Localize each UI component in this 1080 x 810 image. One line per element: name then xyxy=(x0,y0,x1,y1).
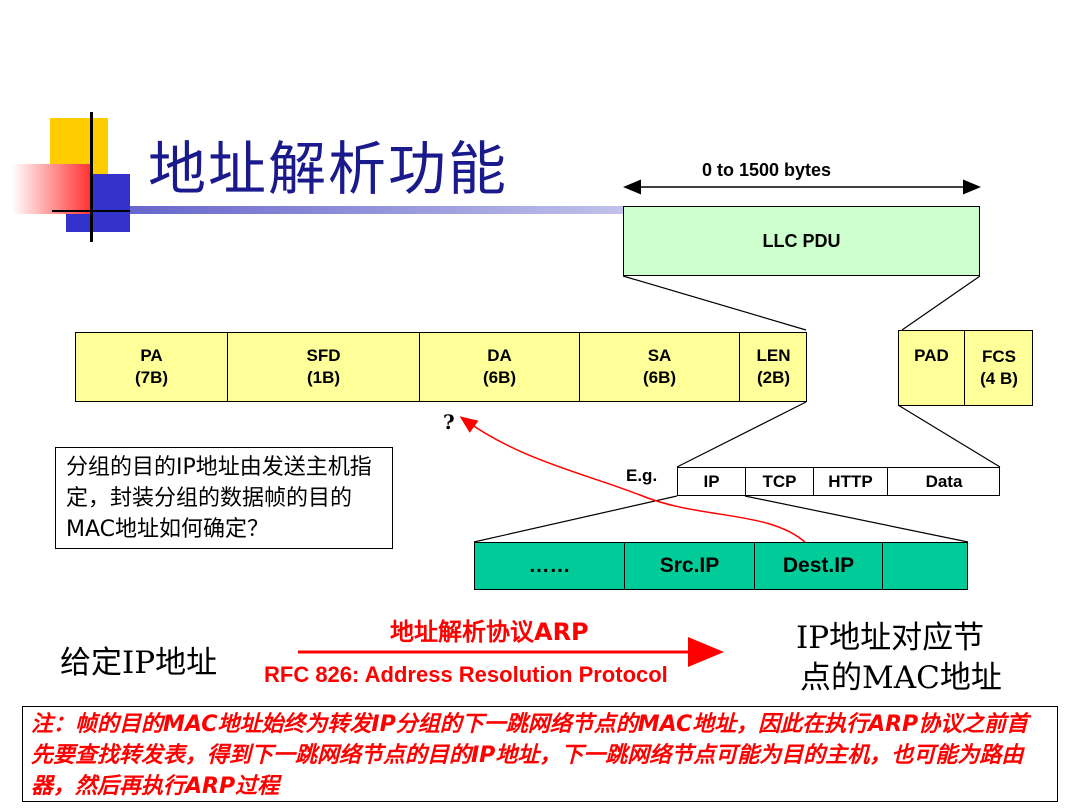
expand-line-llc-right xyxy=(901,275,981,331)
rfc-label: RFC 826: Address Resolution Protocol xyxy=(264,662,668,687)
result-line-1: IP地址对应节 xyxy=(796,620,985,656)
emblem-vertical-line xyxy=(90,112,93,242)
range-label: 0 to 1500 bytes xyxy=(702,160,832,180)
frame-field-len: LEN (2B) xyxy=(756,346,791,387)
ip-field-ellipsis: …… xyxy=(475,543,625,589)
llc-pdu-label: LLC PDU xyxy=(762,230,841,251)
question-box: 分组的目的IP地址由发送主机指定，封装分组的数据帧的目的MAC地址如何确定？ xyxy=(55,447,393,549)
ip-field-blank xyxy=(883,543,967,589)
packet-field-ip: IP xyxy=(678,468,746,495)
dest-ip-to-da-arrow xyxy=(459,416,807,544)
packet-field-data: Data xyxy=(925,471,963,491)
emblem-red-gradient xyxy=(12,164,90,214)
frame-field-sfd: SFD (1B) xyxy=(228,333,420,401)
llc-pdu-box: LLC PDU xyxy=(623,206,980,276)
ip-header: …… Src.IP Dest.IP xyxy=(474,542,968,590)
note-box: 注：帧的目的MAC地址始终为转发IP分组的下一跳网络节点的MAC地址，因此在执行… xyxy=(22,706,1058,802)
example-label: E.g. xyxy=(626,466,658,485)
frame-field-fcs: FCS (4 B) xyxy=(980,347,1018,388)
expand-line-llc-left xyxy=(622,275,807,331)
ip-field-dest: Dest.IP xyxy=(755,543,883,589)
expand-line-packet-right xyxy=(897,404,1001,468)
frame-field-pa: PA (7B) xyxy=(76,333,228,401)
frame-field-pad: PAD xyxy=(899,331,965,405)
ip-field-src: Src.IP xyxy=(625,543,755,589)
given-ip-label: 给定IP地址 xyxy=(60,645,218,681)
expand-line-ip-right xyxy=(744,495,969,543)
title-underline xyxy=(130,206,960,214)
packet-field-tcp: TCP xyxy=(746,468,814,495)
packet-encapsulation: IP TCP HTTP Data xyxy=(677,467,1000,496)
result-line-2: 点的MAC地址 xyxy=(800,660,1002,696)
slide-emblem xyxy=(0,110,150,250)
frame-field-sa: SA (6B) xyxy=(580,333,740,401)
frame-header: PA (7B) SFD (1B) DA (6B) SA (6B) LEN (2B… xyxy=(75,332,807,402)
question-mark: ? xyxy=(443,410,455,434)
arp-label: 地址解析协议ARP xyxy=(390,618,589,646)
frame-field-da: DA (6B) xyxy=(420,333,580,401)
emblem-horizontal-line xyxy=(52,210,148,212)
page-title: 地址解析功能 xyxy=(148,135,509,203)
expand-line-ip-left xyxy=(473,495,678,543)
frame-tail: PAD FCS (4 B) xyxy=(898,330,1033,406)
expand-line-packet-left xyxy=(676,401,807,468)
packet-field-http: HTTP xyxy=(814,468,888,495)
